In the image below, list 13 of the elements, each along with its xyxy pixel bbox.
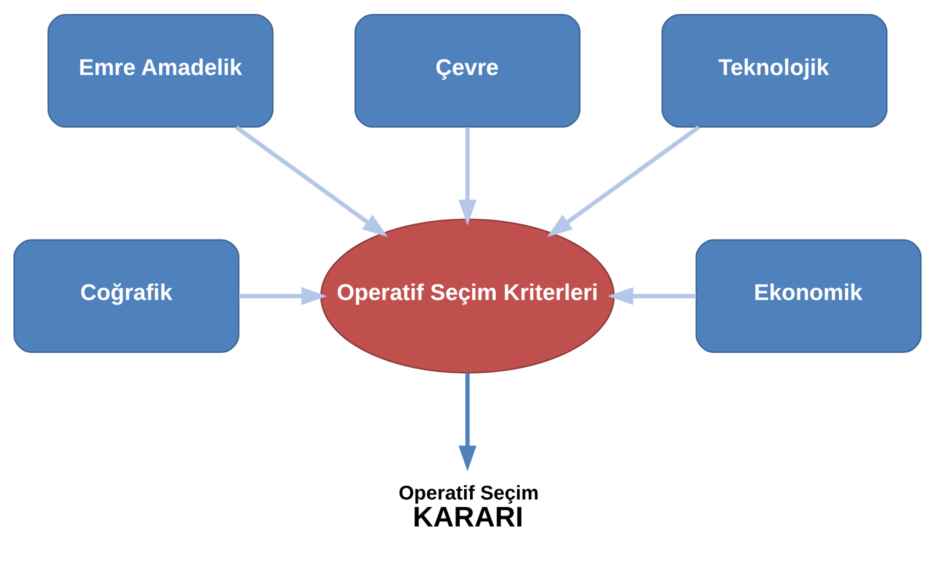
arrow [239,286,328,305]
node-ellipse: Operatif Seçim Kriterleri [320,218,615,374]
node-text: Operatif Seçim KARARI [398,482,539,533]
arrow [547,125,700,237]
arrow [235,125,388,237]
arrow [458,372,476,471]
node-box: Coğrafik [13,238,240,352]
node-box: Emre Amadelik [48,13,274,128]
arrow [608,286,696,305]
node-box: Ekonomik [696,238,922,352]
arrow [458,126,476,225]
node-box: Çevre [354,13,580,128]
node-box: Teknolojik [662,13,888,128]
